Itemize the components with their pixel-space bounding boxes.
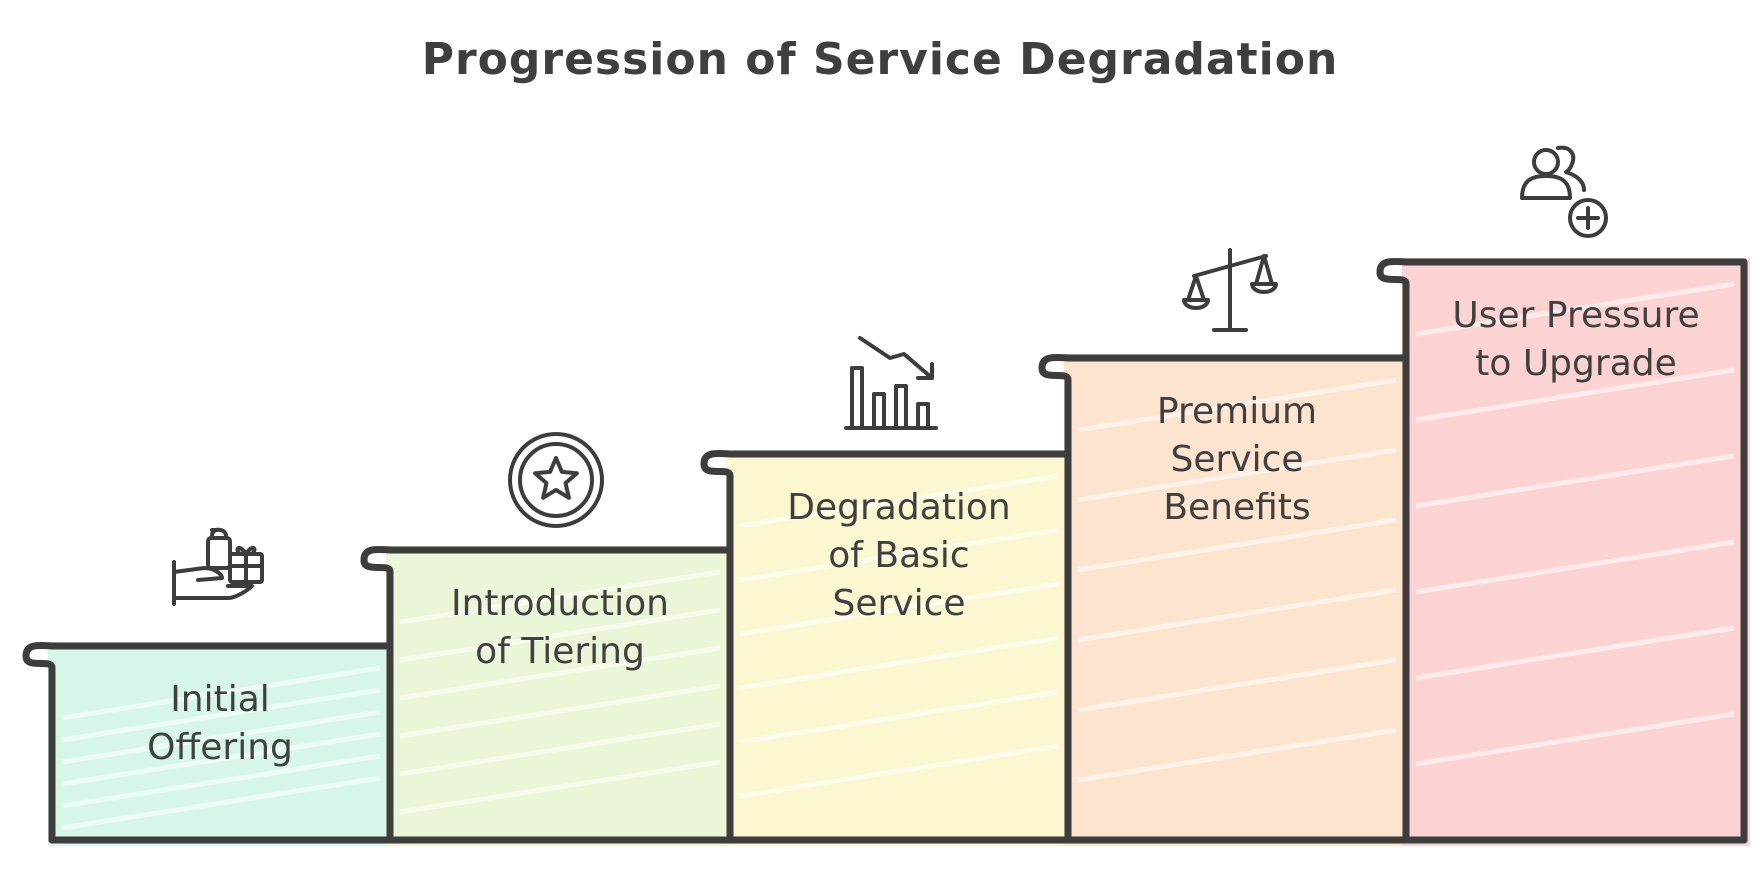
step-label-line: Initial <box>170 679 270 720</box>
fill-hatch <box>1077 517 1397 573</box>
fill-hatch <box>739 527 1059 583</box>
fill-hatch <box>61 753 381 809</box>
fill-hatch <box>1077 447 1397 503</box>
fill-hatch <box>1077 727 1397 783</box>
step-label-line: to Upgrade <box>1475 343 1677 384</box>
fill-hatch <box>1077 587 1397 643</box>
step-outline <box>700 449 1072 844</box>
fill-hatch <box>61 665 381 721</box>
fill-hatch <box>399 645 721 701</box>
fill-hatch <box>739 473 1059 529</box>
step-fill <box>1064 354 1412 846</box>
fill-hatch <box>61 775 381 831</box>
step-label-line: Benefits <box>1163 487 1311 528</box>
fill-hatch <box>61 731 381 787</box>
step-outline <box>360 545 734 844</box>
step-label-premium-service-benefits: Premium Service Benefits <box>1068 388 1406 532</box>
fill-hatch <box>61 709 381 765</box>
step-label-line: User Pressure <box>1452 295 1700 336</box>
step-label-line: of Tiering <box>475 631 645 672</box>
step-fill <box>1402 258 1750 846</box>
fill-hatch <box>739 635 1059 691</box>
step-label-line: Introduction <box>450 583 669 624</box>
step-fill <box>726 450 1074 846</box>
fill-hatch <box>1415 453 1735 509</box>
add-user-icon <box>1520 145 1608 238</box>
star-badge-icon <box>508 432 604 528</box>
fill-hatch <box>399 759 721 815</box>
balance-scale-icon <box>1182 248 1278 332</box>
step-label-line: Service <box>832 583 966 624</box>
fill-hatch <box>1415 281 1735 337</box>
step-label-line: of Basic <box>828 535 970 576</box>
step-label-line: Premium <box>1156 391 1318 432</box>
diagram-title: Progression of Service Degradation <box>421 34 1339 85</box>
step-outline <box>1376 257 1748 844</box>
fill-hatch <box>1077 377 1397 433</box>
step-label-line: Degradation <box>787 487 1011 528</box>
fill-hatch <box>399 721 721 777</box>
fill-hatch <box>1415 539 1735 595</box>
declining-chart-icon <box>844 336 938 430</box>
step-outline <box>1038 353 1410 844</box>
fill-hatch <box>739 581 1059 637</box>
fill-hatch <box>399 607 721 663</box>
step-label-degradation-of-basic-service: Degradation of Basic Service <box>730 484 1068 628</box>
fill-hatch <box>399 683 721 739</box>
step-label-line: Offering <box>147 727 293 768</box>
fill-hatch <box>739 743 1059 799</box>
fill-hatch <box>1415 625 1735 681</box>
fill-hatch <box>61 687 381 743</box>
step-outline <box>22 641 394 844</box>
step-label-line: Service <box>1170 439 1304 480</box>
fill-hatch <box>1415 711 1735 767</box>
fill-hatch <box>1415 367 1735 423</box>
fill-hatch <box>739 689 1059 745</box>
hand-gift-icon <box>172 527 264 606</box>
step-label-initial-offering: Initial Offering <box>50 676 390 772</box>
step-label-user-pressure-to-upgrade: User Pressure to Upgrade <box>1406 292 1746 388</box>
fill-hatch <box>399 569 721 625</box>
step-label-introduction-of-tiering: Introduction of Tiering <box>390 580 730 676</box>
fill-hatch <box>1077 657 1397 713</box>
